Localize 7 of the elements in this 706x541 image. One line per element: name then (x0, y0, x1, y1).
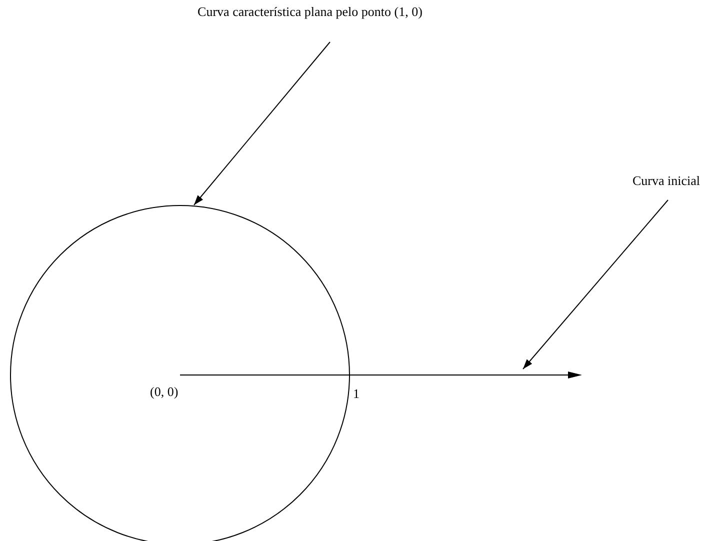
leader-arrow (194, 42, 330, 206)
coordinate-label: (0, 0) (150, 383, 178, 401)
ray-arrow (180, 369, 582, 381)
callout-text: Curva inicial (632, 173, 700, 188)
callout-text: Curva característica plana pelo ponto (1, 0) (198, 4, 422, 19)
leader-arrow (522, 200, 668, 370)
coordinate-label: 1 (353, 385, 360, 403)
